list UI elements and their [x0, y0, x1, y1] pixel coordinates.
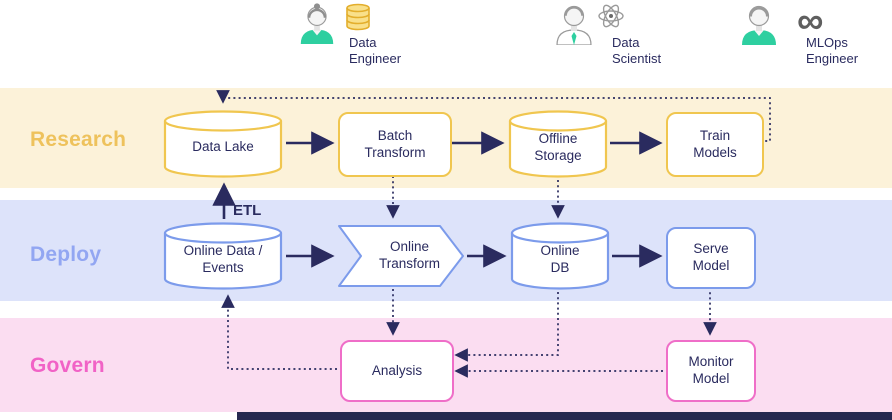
cylinder-shape — [510, 222, 610, 290]
infinity-icon: ∞ — [797, 0, 824, 41]
data-scientist-label: Data Scientist — [612, 35, 662, 66]
node-label: Monitor Model — [688, 354, 734, 386]
mlops-engineer-avatar — [737, 1, 781, 50]
data-engineer-avatar — [296, 2, 338, 49]
node-label: Train Models — [693, 127, 737, 160]
cylinder-shape — [163, 222, 283, 290]
node-data-lake: Data Lake — [163, 110, 283, 178]
node-label: Data Lake — [192, 139, 254, 155]
etl-label: ETL — [233, 202, 262, 219]
data-scientist-avatar — [552, 1, 596, 50]
lane-label-govern: Govern — [30, 354, 105, 377]
mlops-engineer-avatar-icon — [742, 5, 776, 45]
node-offline-storage: Offline Storage — [508, 110, 608, 178]
node-online-transform: Online Transform — [338, 225, 465, 287]
node-online-db: Online DB — [510, 222, 610, 290]
mlops-engineer-label: MLOps Engineer — [806, 35, 859, 66]
node-label: Analysis — [371, 362, 423, 378]
atom-icon — [598, 4, 624, 28]
node-analysis: Analysis — [340, 340, 454, 402]
node-train-models: Train Models — [666, 112, 764, 177]
data-engineer-label: Data Engineer — [349, 35, 402, 66]
node-label: Offline Storage — [534, 130, 582, 163]
node-label: Online Data / Events — [183, 242, 263, 275]
node-label: Batch Transform — [364, 127, 426, 160]
lane-label-research: Research — [30, 128, 127, 151]
node-serve-model: Serve Model — [666, 227, 756, 289]
bottom-border-bar — [237, 412, 892, 420]
node-label: Online Transform — [378, 239, 440, 271]
data-engineer-avatar-icon — [300, 3, 334, 44]
node-batch-transform: Batch Transform — [338, 112, 452, 177]
data-scientist-avatar-icon — [556, 5, 592, 46]
node-label: Online DB — [540, 242, 580, 275]
lane-label-deploy: Deploy — [30, 243, 102, 266]
node-label: Serve Model — [692, 241, 730, 273]
chevron-shape — [338, 225, 464, 287]
node-online-data-events: Online Data / Events — [163, 222, 283, 290]
database-icon — [346, 3, 370, 31]
node-monitor-model: Monitor Model — [666, 340, 756, 402]
